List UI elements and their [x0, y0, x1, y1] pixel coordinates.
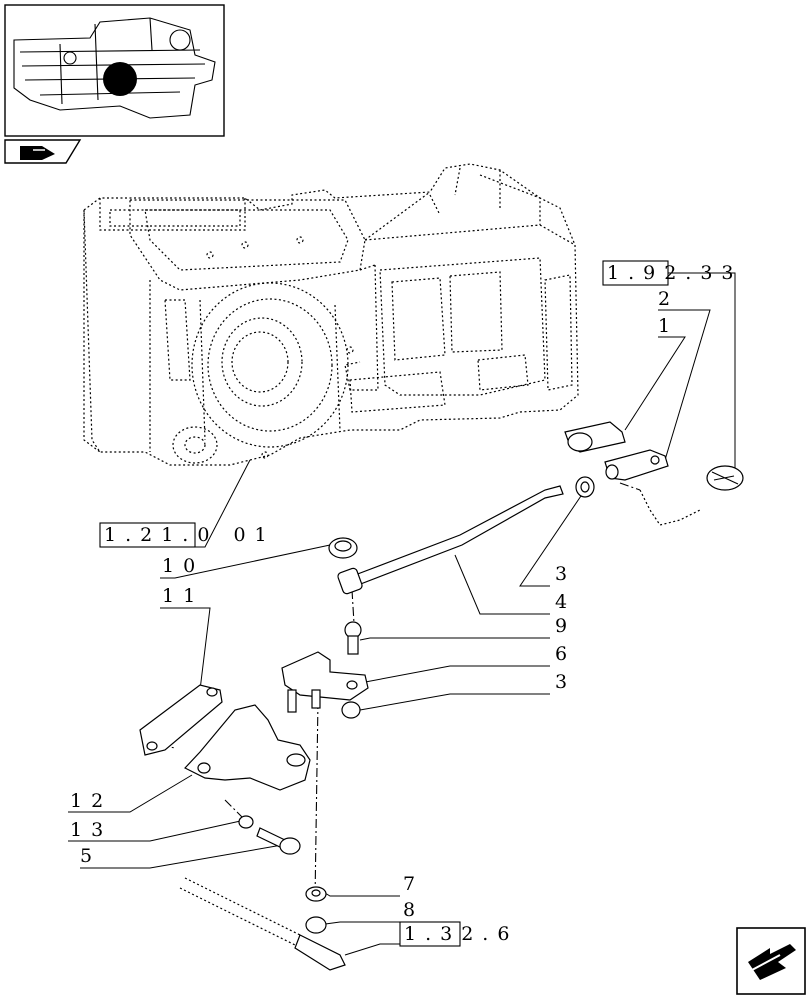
bushing-10[interactable]	[328, 537, 358, 559]
washer-13[interactable]	[238, 815, 254, 829]
callout-7: 7	[403, 873, 424, 895]
thumbnail-frame[interactable]	[4, 4, 225, 137]
callout-5: 5	[80, 845, 101, 867]
reference-1-32-6[interactable]: 1.32.6	[399, 921, 518, 947]
leader-lines	[68, 272, 736, 956]
location-marker-dot	[103, 62, 137, 96]
callout-8: 8	[403, 899, 424, 921]
lever-1[interactable]	[564, 421, 626, 453]
plate-11[interactable]	[139, 684, 223, 756]
ref-label-1-32-6: 1.32.6	[404, 923, 518, 945]
bolt-5[interactable]	[256, 827, 301, 855]
callout-3-upper: 3	[555, 563, 576, 585]
callout-10: 10	[162, 555, 204, 577]
callout-9: 9	[555, 615, 576, 637]
shift-rod-4[interactable]	[337, 485, 564, 595]
next-page-arrow-icon[interactable]	[736, 927, 806, 995]
reference-1-21-0-01[interactable]: 1.21.0 01	[99, 522, 276, 548]
support-12[interactable]	[184, 704, 311, 791]
callout-4: 4	[555, 591, 576, 613]
callout-6: 6	[555, 643, 576, 665]
transmission-housing	[83, 163, 579, 466]
callout-13: 13	[70, 819, 112, 841]
clevis-2[interactable]	[604, 449, 669, 481]
catalog-book-icon[interactable]	[4, 139, 82, 164]
shaft-ref	[179, 877, 346, 971]
bushing-3-upper[interactable]	[575, 476, 595, 498]
nut-3-lower[interactable]	[341, 701, 361, 719]
pedal-assembly-ref	[639, 465, 744, 526]
clip-8[interactable]	[305, 916, 327, 934]
ball-stud-9[interactable]	[344, 621, 362, 655]
callout-2: 2	[658, 288, 679, 310]
callout-12: 12	[70, 790, 112, 812]
callout-1: 1	[658, 315, 679, 337]
bracket-6[interactable]	[281, 651, 369, 713]
callout-3-lower: 3	[555, 671, 576, 693]
washer-7[interactable]	[305, 886, 327, 902]
ref-label-1-21-0-01: 1.21.0 01	[104, 524, 276, 546]
callout-11: 11	[162, 585, 204, 607]
